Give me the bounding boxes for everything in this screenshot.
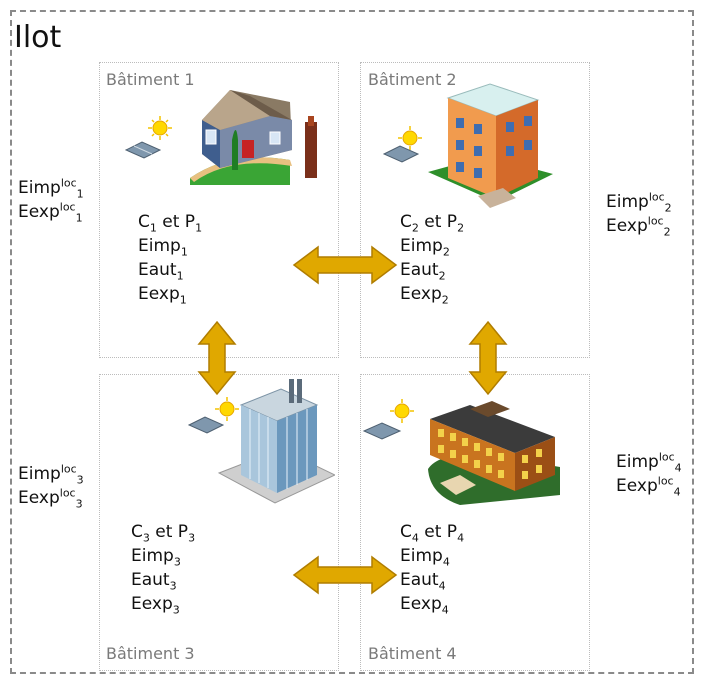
eaut-line: Eaut1: [138, 260, 184, 283]
cp-line: C2 et P2: [400, 212, 465, 235]
sun-icon: [215, 397, 239, 421]
eaut-line: Eaut4: [400, 570, 446, 593]
local-3: Eimploc3 Eexploc3: [18, 462, 84, 511]
local-4: Eimploc4 Eexploc4: [616, 450, 682, 499]
building-4-illustration: [362, 399, 560, 505]
building-2-box: [360, 62, 590, 358]
cp-line: C1 et P1: [138, 212, 203, 235]
office-tower-icon: [217, 379, 335, 504]
ilot-title: Ilot: [14, 20, 62, 55]
eimp-line: Eimp3: [131, 546, 181, 569]
sun-icon: [390, 399, 414, 423]
house-icon: [190, 90, 317, 185]
eaut-line: Eaut3: [131, 570, 177, 593]
building-1-vars: C1 et P1 Eimp1 Eaut1 Eexp1: [138, 210, 202, 306]
ilot-frame: [10, 10, 694, 674]
building-1-illustration: [124, 90, 317, 185]
local-1: Eimploc1 Eexploc1: [18, 176, 84, 225]
eexp-line: Eexp3: [131, 594, 180, 617]
arrow-2-4: [468, 320, 508, 396]
cp-line: C4 et P4: [400, 522, 465, 545]
building-3-vars: C3 et P3 Eimp3 Eaut3 Eexp3: [131, 520, 195, 616]
solar-panel-icon: [362, 422, 402, 440]
eexp-line: Eexp2: [400, 284, 449, 307]
cp-line: C3 et P3: [131, 522, 196, 545]
building-1-name: Bâtiment 1: [106, 70, 195, 89]
institution-building-icon: [428, 401, 560, 505]
apartment-building-icon: [428, 83, 553, 208]
building-2-illustration: [382, 83, 553, 208]
building-2-vars: C2 et P2 Eimp2 Eaut2 Eexp2: [400, 210, 464, 306]
sun-icon: [148, 116, 172, 140]
arrow-3-4: [292, 555, 398, 595]
local-2: Eimploc2 Eexploc2: [606, 190, 672, 239]
solar-panel-icon: [382, 145, 420, 163]
arrow-1-3: [197, 320, 237, 396]
eexp-line: Eexp1: [138, 284, 187, 307]
eaut-line: Eaut2: [400, 260, 446, 283]
building-4-vars: C4 et P4 Eimp4 Eaut4 Eexp4: [400, 520, 464, 616]
eimp-line: Eimp4: [400, 546, 450, 569]
eimp-line: Eimp1: [138, 236, 188, 259]
eimp-line: Eimp2: [400, 236, 450, 259]
solar-panel-icon: [124, 141, 162, 159]
eexp-line: Eexp4: [400, 594, 449, 617]
solar-panel-icon: [187, 416, 225, 434]
arrow-1-2: [292, 245, 398, 285]
building-3-illustration: [187, 379, 335, 504]
building-3-name: Bâtiment 3: [106, 644, 195, 663]
building-4-name: Bâtiment 4: [368, 644, 457, 663]
sun-icon: [398, 126, 422, 150]
building-2-name: Bâtiment 2: [368, 70, 457, 89]
